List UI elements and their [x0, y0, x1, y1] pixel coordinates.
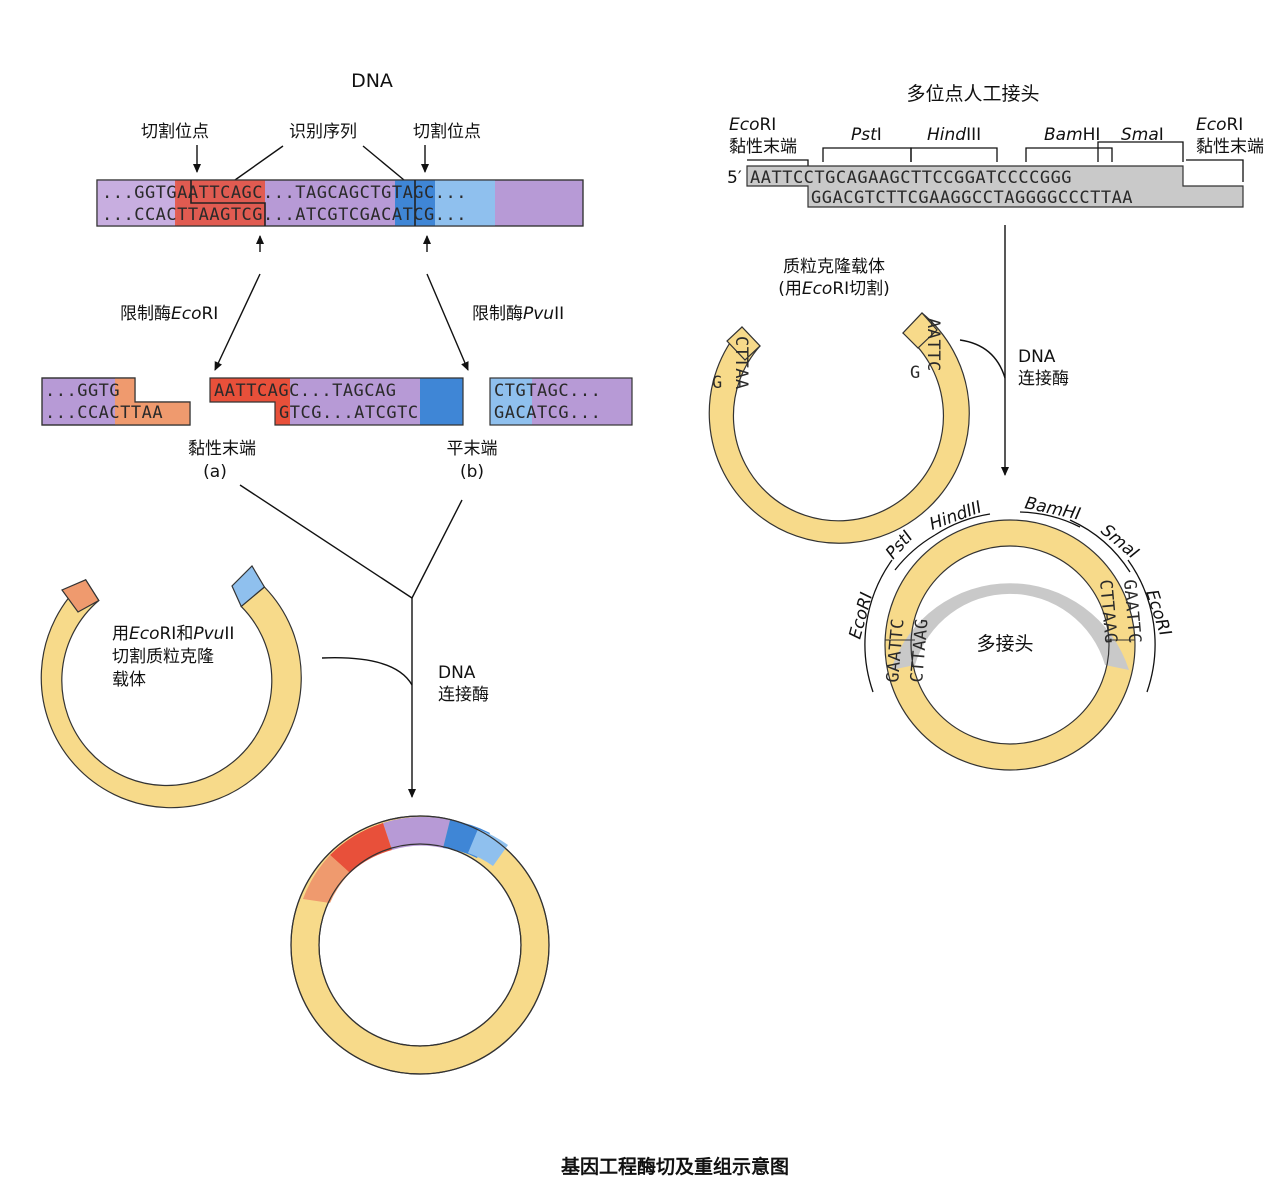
ligase-right-2: 连接酶: [1018, 369, 1069, 389]
bamhi-label: BamHI: [1044, 125, 1100, 145]
recombinant-ring-right: [884, 519, 1136, 771]
ecori-left-label-1: EcoRI: [729, 115, 776, 135]
linker-sequence: 5′ AATTCCTGCAGAAGCTTCCGGATCCCCGGG GGACGT…: [727, 165, 1244, 208]
psti-bracket: [822, 147, 912, 162]
recognition-line-right: [362, 145, 405, 181]
ring-left-inner-seq: CTTAAG: [907, 618, 933, 684]
linker-bottom-strand: GGACGTCTTCGAAGGCCTAGGGGCCCTTAA: [811, 188, 1133, 208]
five-prime-label: 5′: [727, 168, 742, 188]
fragment-2: AATTCAGC...TAGCAG GTCG...ATCGTC: [209, 377, 464, 426]
ring-bamhi-label: BamHI: [1023, 493, 1082, 524]
frag2-top: AATTCAGC...TAGCAG: [214, 381, 397, 401]
ring-smai-bracket: [1069, 519, 1131, 573]
ecori-left-bracket: [747, 159, 809, 168]
vector-join-curve: [959, 339, 1006, 379]
label-b: (b): [460, 462, 484, 482]
open-plasmid-left: [40, 565, 302, 809]
fragment-3: CTGTAGC... GACATCG...: [489, 377, 633, 426]
recognition-line-left: [234, 145, 284, 181]
frag1-bottom: ...CCACTTAA: [45, 403, 163, 423]
figure-caption: 基因工程酶切及重组示意图: [560, 1155, 789, 1178]
open-vector-right: CTTAA G AATTC G: [708, 312, 970, 544]
ring-bamhi-bracket: [1019, 511, 1081, 528]
open-right-sticky: AATTC: [923, 318, 943, 372]
pvuii-arrow-down: [426, 273, 469, 371]
cut-site-left-label: 切割位点: [141, 122, 209, 142]
ring-ecori-left-bracket: [864, 559, 893, 693]
merge-line-b: [411, 499, 463, 599]
hindiii-bracket: [910, 147, 998, 162]
enzyme-pvuii-label: 限制酶PvuII: [472, 304, 564, 324]
plasmid-left-line1: 用EcoRI和PvuII: [112, 624, 234, 644]
ring-ecori-right-bracket: [1127, 559, 1156, 693]
frag2-bottom: GTCG...ATCGTC: [279, 403, 419, 423]
open-left-g: G: [712, 373, 723, 393]
vector-label-2: (用EcoRI切割): [778, 279, 890, 299]
open-right-g: G: [910, 363, 921, 383]
hindiii-label: HindIII: [927, 125, 981, 145]
ring-center-label: 多接头: [976, 633, 1033, 655]
enzyme-ecori-label: 限制酶EcoRI: [120, 304, 218, 324]
smai-label: SmaI: [1121, 125, 1164, 145]
ring-hindiii-bracket: [934, 513, 991, 536]
plasmid-join-curve: [321, 657, 413, 686]
dna-title: DNA: [351, 70, 393, 92]
plasmid-left-line2: 切割质粒克隆: [112, 647, 214, 667]
plasmid-left-line3: 载体: [112, 670, 146, 690]
ecori-arrow-down: [214, 273, 261, 371]
sticky-end-label: 黏性末端: [188, 439, 256, 459]
recognition-seq-label: 识别序列: [289, 122, 357, 142]
top-strand: ...GGTGAATTCAGC...TAGCAGCTGTAGC...: [102, 183, 467, 203]
recombinant-plasmid-left: [290, 815, 550, 1075]
ring-psti-bracket: [894, 534, 936, 571]
ecori-right-label-2: 黏性末端: [1196, 137, 1264, 157]
fragment-1: ...GGTG ...CCACTTAA: [41, 377, 191, 426]
linker-top-strand: AATTCCTGCAGAAGCTTCCGGATCCCCGGG: [750, 168, 1072, 188]
ring-ecori-right-label: EcoRI: [1141, 587, 1175, 638]
ligase-left-1: DNA: [438, 663, 476, 683]
cut-site-right-label: 切割位点: [413, 122, 481, 142]
ecori-left-label-2: 黏性末端: [729, 137, 797, 157]
ligase-left-2: 连接酶: [438, 685, 489, 705]
open-left-sticky: CTTAA: [731, 336, 751, 390]
blunt-end-label: 平末端: [447, 439, 498, 459]
frag1-top: ...GGTG: [45, 381, 120, 401]
frag3-bottom: GACATCG...: [494, 403, 601, 423]
bottom-strand: ...CCACTTAAGTCG...ATCGTCGACATCG...: [102, 205, 467, 225]
right-panel: 多位点人工接头 EcoRI 黏性末端 EcoRI 黏性末端 PstI HindI…: [708, 83, 1264, 771]
ecori-right-label-1: EcoRI: [1196, 115, 1243, 135]
bamhi-bracket: [1025, 147, 1113, 162]
ligase-right-1: DNA: [1018, 347, 1056, 367]
frag3-top: CTGTAGC...: [494, 381, 601, 401]
label-a: (a): [203, 462, 227, 482]
dna-double-strand: ...GGTGAATTCAGC...TAGCAGCTGTAGC... ...CC…: [96, 179, 584, 227]
merge-line-a: [239, 484, 413, 599]
vector-label-1: 质粒克隆载体: [783, 257, 885, 277]
ring-ecori-left-label: EcoRI: [846, 590, 878, 641]
left-panel: DNA 切割位点 识别序列 切割位点 ...GGTGAATTCAGC...TAG…: [40, 70, 633, 1075]
psti-label: PstI: [851, 125, 882, 145]
linker-title: 多位点人工接头: [906, 83, 1039, 105]
ecori-right-bracket: [1186, 159, 1244, 182]
smai-bracket: [1097, 141, 1184, 162]
